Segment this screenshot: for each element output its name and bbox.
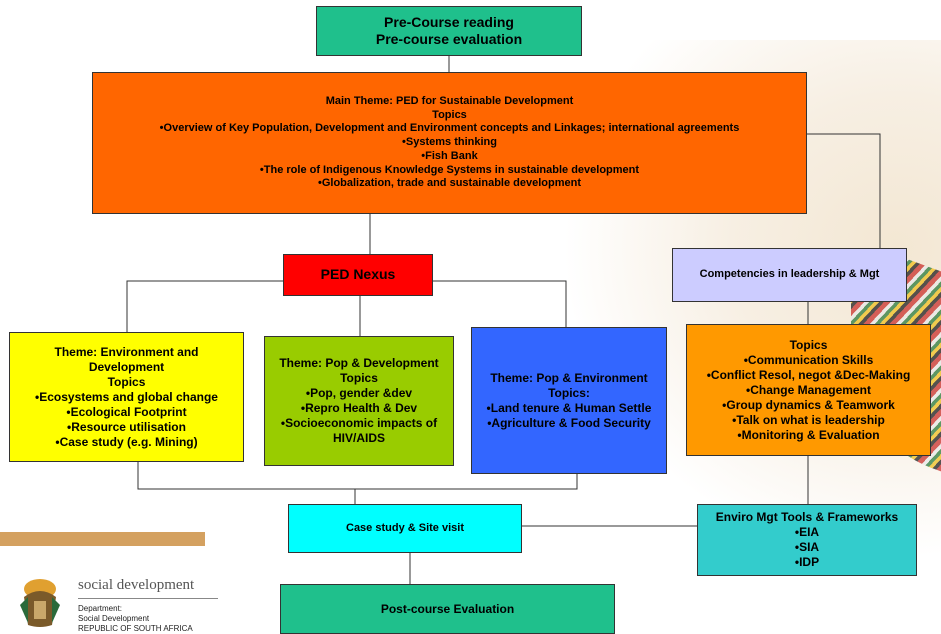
box-line: •Case study (e.g. Mining) [55, 434, 198, 449]
box-line: Topics: [548, 385, 590, 400]
box-line: Development [88, 359, 165, 374]
box-line: Theme: Pop & Environment [490, 370, 648, 385]
box-line: Topics [107, 374, 146, 389]
box-line: Topics [340, 371, 378, 385]
box-line: Theme: Environment and [54, 344, 199, 359]
box-line: •Monitoring & Evaluation [737, 427, 880, 442]
box-line: Main Theme: PED for Sustainable Developm… [325, 94, 574, 107]
department-logo: social development Department: Social De… [16, 575, 246, 633]
box-line: •Group dynamics & Teamwork [722, 397, 895, 412]
box-line: •Agriculture & Food Security [487, 415, 651, 430]
box-line: Post-course Evaluation [380, 601, 515, 616]
box-line: •Change Management [746, 382, 871, 397]
logo-department-label: Department: [78, 604, 123, 613]
box-line: •SIA [794, 540, 820, 554]
box-line: HIV/AIDS [332, 431, 385, 445]
enviro-tools-box: Enviro Mgt Tools & Frameworks•EIA•SIA•ID… [697, 504, 917, 576]
box-line: •IDP [794, 555, 820, 569]
box-line: •Ecosystems and global change [35, 389, 218, 404]
box-line: •Socioeconomic impacts of [280, 416, 438, 430]
logo-title: social development [78, 577, 195, 593]
box-line: Enviro Mgt Tools & Frameworks [715, 510, 899, 524]
box-line: •Fish Bank [421, 149, 478, 162]
box-line: •Talk on what is leadership [732, 412, 885, 427]
box-line: Competencies in leadership & Mgt [699, 268, 880, 281]
box-line: PED Nexus [320, 266, 396, 283]
box-line: •Conflict Resol, negot &Dec-Making [706, 367, 911, 382]
box-line: Pre-course evaluation [375, 31, 523, 47]
case-study-box: Case study & Site visit [288, 504, 522, 553]
box-line: •Pop, gender &dev [305, 386, 413, 400]
logo-divider [78, 598, 218, 599]
box-line: •Ecological Footprint [66, 404, 187, 419]
connector-nexus-envdev [126, 280, 283, 332]
coat-of-arms-icon [20, 579, 60, 627]
box-line: •Systems thinking [402, 136, 497, 149]
box-line: •Land tenure & Human Settle [486, 400, 652, 415]
box-line: Case study & Site visit [346, 521, 464, 534]
box-line: •Repro Health & Dev [300, 401, 418, 415]
box-line: •Resource utilisation [67, 419, 186, 434]
box-line: •EIA [794, 525, 820, 539]
box-line: Theme: Pop & Development [279, 356, 439, 370]
box-line: •Overview of Key Population, Development… [159, 122, 740, 135]
ped-nexus-box: PED Nexus [283, 254, 433, 296]
leadership-topics-box: Topics•Communication Skills•Conflict Res… [686, 324, 931, 456]
connector-nexus-popenv [433, 280, 567, 327]
box-line: •Globalization, trade and sustainable de… [317, 177, 581, 190]
box-line: Topics [432, 108, 467, 121]
box-line: Topics [789, 337, 828, 352]
logo-country: REPUBLIC OF SOUTH AFRICA [78, 624, 193, 633]
logo-department-name: Social Development [78, 614, 150, 623]
background-band [0, 532, 205, 546]
box-line: Pre-Course reading [384, 13, 514, 30]
main-theme-box: Main Theme: PED for Sustainable Developm… [92, 72, 807, 214]
post-course-box: Post-course Evaluation [280, 584, 615, 634]
box-line: •Communication Skills [743, 352, 874, 367]
box-line: •The role of Indigenous Knowledge System… [259, 163, 640, 176]
competencies-box: Competencies in leadership & Mgt [672, 248, 907, 302]
connector-themes-bus [137, 462, 578, 490]
connector-main-competencies [807, 133, 881, 248]
